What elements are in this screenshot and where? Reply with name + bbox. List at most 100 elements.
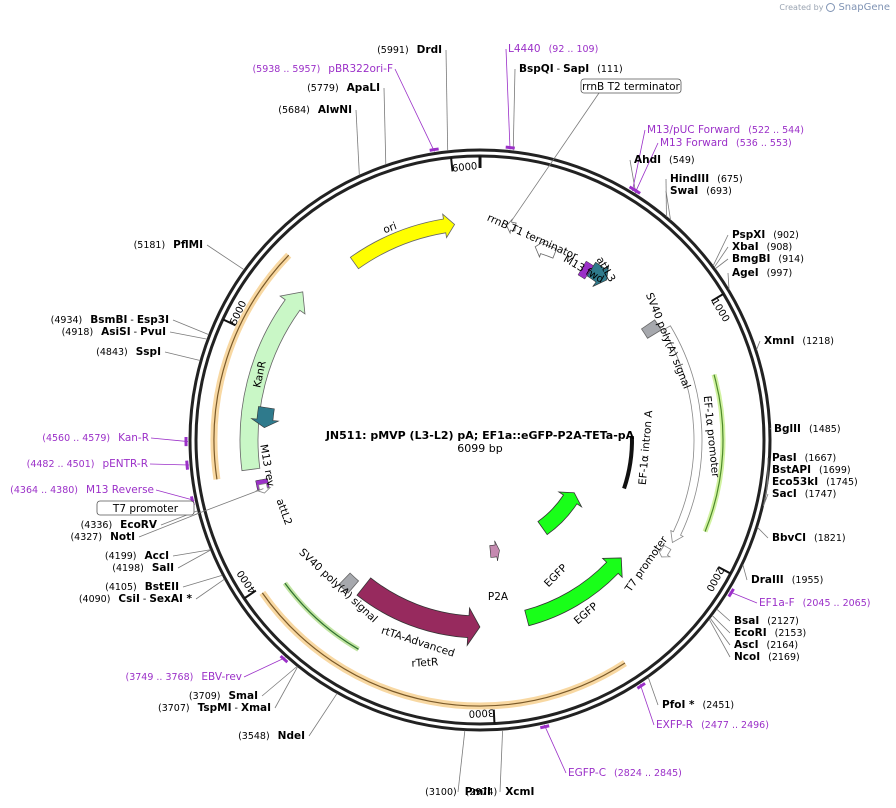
site-position: (1667) <box>805 453 837 464</box>
site-position: (2451) <box>703 700 735 711</box>
site-name: EcoRI <box>734 627 767 639</box>
site-leader-line <box>709 617 731 646</box>
site-name: DrdI <box>417 44 442 56</box>
site-position: (3709) <box>189 691 221 702</box>
site-position: (2153) <box>775 628 807 639</box>
site-label: (4934)BsmBI - Esp3I <box>51 314 169 326</box>
site-position: (4327) <box>70 532 102 543</box>
site-name: XcmI <box>505 786 534 798</box>
site-position: (111) <box>597 64 623 75</box>
site-label: PspXI(902) <box>732 229 799 241</box>
site-position: (4198) <box>112 563 144 574</box>
primer-name: EXFP-R <box>656 719 693 731</box>
boxed-label-text: T7 promoter <box>112 503 179 515</box>
site-label: PasI(1667) <box>772 452 836 464</box>
site-label: NcoI(2169) <box>734 651 800 663</box>
site-leader-line <box>763 493 769 507</box>
site-position: (4090) <box>79 594 111 605</box>
brand-name: SnapGene <box>838 2 890 13</box>
site-name: BstAPI <box>772 464 811 476</box>
ef1a-intron-arc <box>622 436 634 490</box>
site-leader-line <box>713 246 729 268</box>
feature-label-ef1a_promoter: EF-1α promoter <box>701 395 722 479</box>
site-leader-line <box>512 68 516 151</box>
primer-name: EGFP-C <box>568 767 606 779</box>
site-label: AgeI(997) <box>732 267 792 279</box>
site-name: PmlI <box>465 786 491 798</box>
primer-position: (2824 .. 2845) <box>614 768 682 779</box>
label-box <box>580 78 682 94</box>
site-leader-line <box>757 527 769 539</box>
site-position: (4199) <box>105 551 137 562</box>
label-box <box>96 500 195 516</box>
site-label: EcoRI (2153) <box>734 627 806 639</box>
site-position: (1745) <box>826 477 858 488</box>
site-name: BspQI <box>519 63 554 75</box>
tick-mark <box>710 292 725 302</box>
map-title: JN511: pMVP (L3-L2) pA; EF1a::eGFP-P2A-T… <box>325 429 635 442</box>
site-leader-line <box>711 615 731 634</box>
snapgene-brand: Created by SnapGene <box>779 2 890 13</box>
rrnb-t2-arrow <box>506 218 517 235</box>
feature-label-t7_promoter_inner: T7 promoter <box>622 534 670 596</box>
site-label: BspQI - SapI(111) <box>519 63 623 75</box>
site-label: BsaI(2127) <box>734 615 799 627</box>
primer-position: (4364 .. 4380) <box>10 485 78 496</box>
primer-name: pBR322ori-F <box>328 63 393 75</box>
map-size: 6099 bp <box>457 442 502 455</box>
rtetr-arrow <box>356 577 481 647</box>
primer-position: (536 .. 553) <box>736 138 792 149</box>
site-name: AlwNI <box>318 104 352 116</box>
site-name: HindIII <box>670 173 709 185</box>
site-label: Eco53kI (1745) <box>772 476 858 488</box>
site-label: HindIII(675) <box>670 173 743 185</box>
site-leader-line <box>445 49 449 151</box>
primer-position: (522 .. 544) <box>748 125 804 136</box>
site-name: DraIII <box>751 574 784 586</box>
site-label: PfoI *(2451) <box>662 699 734 711</box>
boxed-feature-label: T7 promoter <box>96 500 195 516</box>
site-leader-line <box>261 666 298 697</box>
orf-arc-ef1a <box>704 374 724 532</box>
site-label: (4199) AccI <box>105 550 169 562</box>
site-leader-line <box>138 512 199 538</box>
primer-leader-line <box>505 48 511 150</box>
site-leader-line <box>763 481 769 506</box>
site-name: SspI <box>136 346 161 358</box>
primer-label: M13/pUC Forward(522 .. 544) <box>647 124 804 136</box>
site-name: AccI <box>145 550 169 562</box>
primer-name: L4440 <box>508 43 541 55</box>
site-name: SalI <box>152 562 174 574</box>
site-sep: - <box>554 64 563 75</box>
leader-lines <box>138 48 772 793</box>
primer-leader-line <box>149 463 190 466</box>
site-name: BstEII <box>145 581 179 593</box>
primer-leader-line <box>155 489 195 501</box>
site-position: (908) <box>767 242 793 253</box>
tick-mark <box>717 566 732 575</box>
feature-label-kanr: KanR <box>251 360 268 389</box>
boxed-leader-line <box>511 92 600 221</box>
site-sep: - <box>232 703 241 714</box>
site-label: (5991)DrdI <box>377 44 442 56</box>
tick-mark <box>243 589 257 600</box>
site-position: (2164) <box>767 640 799 651</box>
site-name-2: SexAI * <box>149 593 192 605</box>
boxed-label-text: rrnB T2 terminator <box>582 81 680 93</box>
primer-position: (5938 .. 5957) <box>252 64 320 75</box>
site-leader-line <box>499 730 504 793</box>
primer-label: M13 Forward(536 .. 553) <box>660 137 792 149</box>
primer-name: EBV-rev <box>201 671 242 683</box>
site-label: SwaI(693) <box>670 185 732 197</box>
site-name: Eco53kI <box>772 476 818 488</box>
egfp-outer-arrow <box>524 557 623 627</box>
features <box>210 213 726 710</box>
site-position: (2127) <box>767 616 799 627</box>
site-name: XbaI <box>732 241 759 253</box>
site-name: BmgBI <box>732 253 770 265</box>
primer-leader-line <box>632 129 646 192</box>
site-label: (4198) SalI <box>112 562 174 574</box>
site-leader-line <box>712 234 729 267</box>
site-position: (5181) <box>134 240 166 251</box>
